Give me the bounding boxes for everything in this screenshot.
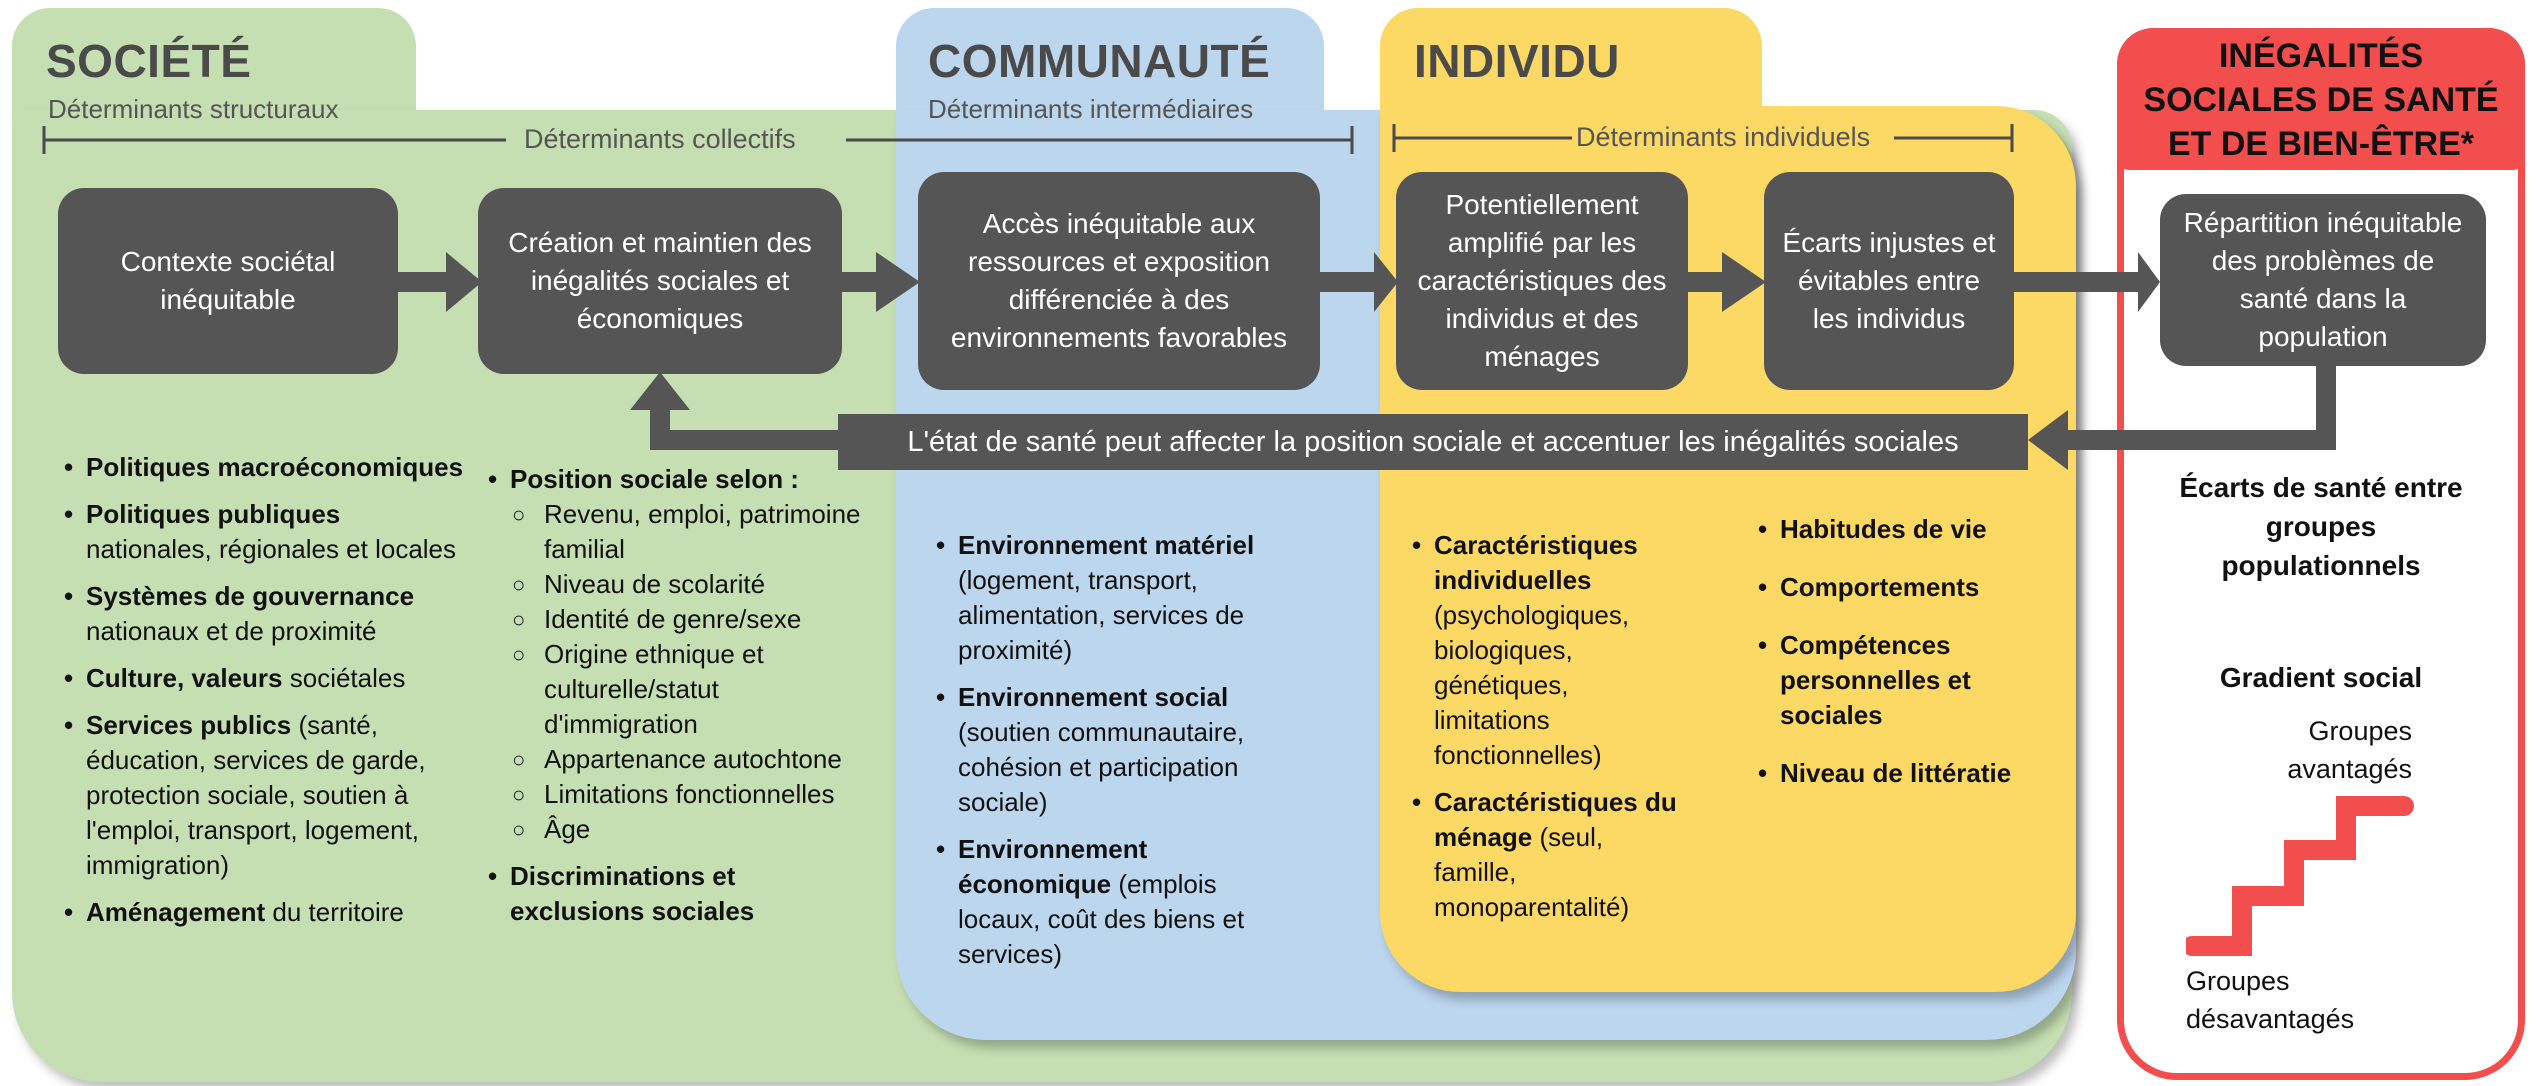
box-repartition: Répartition inéquitable des problèmes de… — [2160, 194, 2486, 366]
stairs-icon — [2186, 796, 2414, 956]
list-item: Aménagement du territoire — [64, 895, 464, 930]
sub-list-item: Âge — [510, 812, 868, 847]
sub-list-item: Appartenance autochtone — [510, 742, 868, 777]
list-item: Compétences personnelles et sociales — [1758, 628, 2018, 733]
list-item: Environnement matériel (logement, transp… — [936, 528, 1306, 668]
list-item: Politiques publiques nationales, régiona… — [64, 497, 464, 567]
advantaged-label: Groupes avantagés — [2287, 716, 2412, 784]
box-acces: Accès inéquitable aux ressources et expo… — [918, 172, 1320, 390]
list-item: Services publics (santé, éducation, serv… — [64, 708, 464, 883]
sub-list-item: Limitations fonctionnelles — [510, 777, 868, 812]
societe-list-2: Position sociale selon : Revenu, emploi,… — [488, 462, 868, 941]
list-item: Caractéristiques du ménage (seul, famill… — [1412, 785, 1688, 925]
disadvantaged-label: Groupes désavantagés — [2186, 966, 2355, 1034]
individual-label: Déterminants individuels — [1576, 122, 1871, 152]
list-item: Systèmes de gouvernance nationaux et de … — [64, 579, 464, 649]
list-item: Politiques macroéconomiques — [64, 450, 464, 485]
ecarts-text: Écarts de santé entre groupes population… — [2179, 472, 2463, 581]
list-item: Discriminations et exclusions sociales — [488, 859, 868, 929]
communaute-title: COMMUNAUTÉ — [928, 35, 1271, 87]
list-item: Culture, valeurs sociétales — [64, 661, 464, 696]
list-item: Caractéristiques individuelles (psycholo… — [1412, 528, 1688, 773]
societe-title: SOCIÉTÉ — [46, 35, 252, 87]
societe-subtitle: Déterminants structuraux — [48, 94, 339, 124]
box-contexte: Contexte sociétal inéquitable — [58, 188, 398, 374]
list-item: Position sociale selon : Revenu, emploi,… — [488, 462, 868, 847]
list-item: Environnement économique (emplois locaux… — [936, 832, 1306, 972]
list-item: Habitudes de vie — [1758, 512, 2018, 547]
inegalites-title: INÉGALITÉS SOCIALES DE SANTÉ ET DE BIEN-… — [2117, 28, 2525, 170]
collective-label: Déterminants collectifs — [524, 124, 796, 154]
list-item: Environnement social (soutien communauta… — [936, 680, 1306, 820]
list-item: Niveau de littératie — [1758, 756, 2018, 791]
list-item: Comportements — [1758, 570, 2018, 605]
sub-list-item: Origine ethnique et culturelle/statut d'… — [510, 637, 868, 742]
communaute-list: Environnement matériel (logement, transp… — [936, 528, 1306, 984]
individu-list-1: Caractéristiques individuelles (psycholo… — [1412, 528, 1688, 937]
box-creation: Création et maintien des inégalités soci… — [478, 188, 842, 374]
box-potentiellement: Potentiellement amplifié par les caracté… — [1396, 172, 1688, 390]
communaute-subtitle: Déterminants intermédiaires — [928, 94, 1254, 124]
feedback-bar: L'état de santé peut affecter la positio… — [838, 414, 2028, 470]
societe-list-1: Politiques macroéconomiquesPolitiques pu… — [64, 450, 464, 942]
sub-list-item: Niveau de scolarité — [510, 567, 868, 602]
box-ecarts: Écarts injustes et évitables entre les i… — [1764, 172, 2014, 390]
individu-list-2: Habitudes de vieComportementsCompétences… — [1758, 512, 2018, 814]
individu-title: INDIVIDU — [1414, 35, 1620, 87]
gradient-title: Gradient social — [2219, 662, 2423, 693]
sub-list-item: Identité de genre/sexe — [510, 602, 868, 637]
sub-list-item: Revenu, emploi, patrimoine familial — [510, 497, 868, 567]
